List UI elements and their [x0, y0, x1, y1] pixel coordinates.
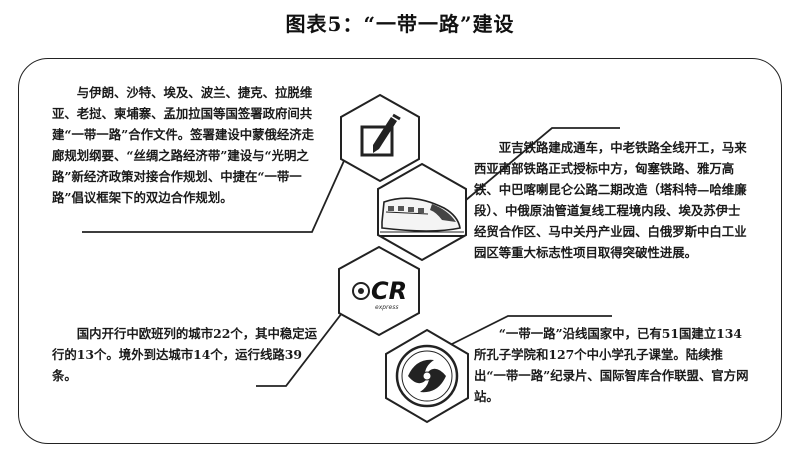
cr-express-logo: CR express — [338, 245, 420, 337]
connector-rail — [256, 299, 353, 387]
figure-title: 图表5：“一带一路”建设 — [285, 12, 515, 36]
diagram-frame — [18, 58, 782, 444]
train-icon — [377, 162, 467, 262]
connector-culture — [435, 315, 612, 353]
connector-infrastructure — [465, 127, 620, 201]
signing-icon — [340, 93, 420, 183]
infrastructure-text: 亚吉铁路建成通车，中老铁路全线开工，马来西亚南部铁路正式授标中方，匈塞铁路、雅万… — [474, 140, 747, 260]
confucius-institute-icon — [385, 328, 469, 424]
policy-text: 与伊朗、沙特、埃及、波兰、捷克、拉脱维亚、老挝、柬埔寨、孟加拉国等国签署政府间共… — [52, 85, 315, 205]
rail-text: 国内开行中欧班列的城市22个，其中稳定运行的13个。境外到达城市14个，运行线路… — [52, 326, 318, 383]
connector-policy — [82, 142, 353, 233]
cr-logo-subtext: express — [375, 304, 398, 311]
culture-text: “一带一路”沿线国家中，已有51国建立134所孔子学院和127个中小学孔子课堂。… — [474, 326, 749, 404]
cr-logo-text: CR — [371, 277, 407, 305]
